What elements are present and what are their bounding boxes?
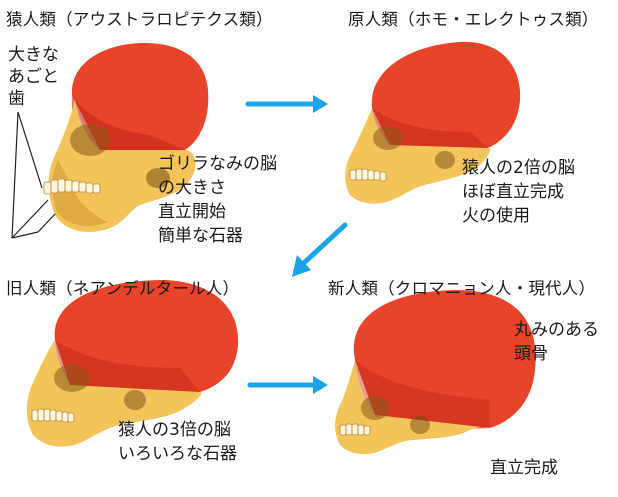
neanderthal-title: 旧人類（ネアンデルタール人） <box>6 281 239 298</box>
neanderthal-notes: 猿人の3倍の脳 いろいろな石器 <box>118 418 237 466</box>
arrow-diagonal <box>292 225 345 277</box>
australopithecus-title: 猿人類（アウストラロピテクス類） <box>6 12 273 29</box>
callout-lines <box>12 112 55 238</box>
modern-human-notes-bottom: 直立完成 <box>490 456 558 480</box>
modern-human-skull-image <box>335 290 536 454</box>
australopithecus-notes: ゴリラなみの脳 の大きさ 直立開始 簡単な石器 <box>158 152 277 248</box>
arrow-right-bottom <box>250 376 328 394</box>
modern-human-title: 新人類（クロマニョン人・現代人） <box>328 281 595 298</box>
homo-erectus-title: 原人類（ホモ・エレクトゥス類） <box>348 12 599 29</box>
modern-human-notes-top: 丸みのある 頭骨 <box>514 318 599 366</box>
jaw-teeth-callout: 大きな あごと 歯 <box>8 44 59 110</box>
homo-erectus-notes: 猿人の2倍の脳 ほぼ直立完成 火の使用 <box>462 156 575 228</box>
arrow-right-top <box>248 95 328 113</box>
